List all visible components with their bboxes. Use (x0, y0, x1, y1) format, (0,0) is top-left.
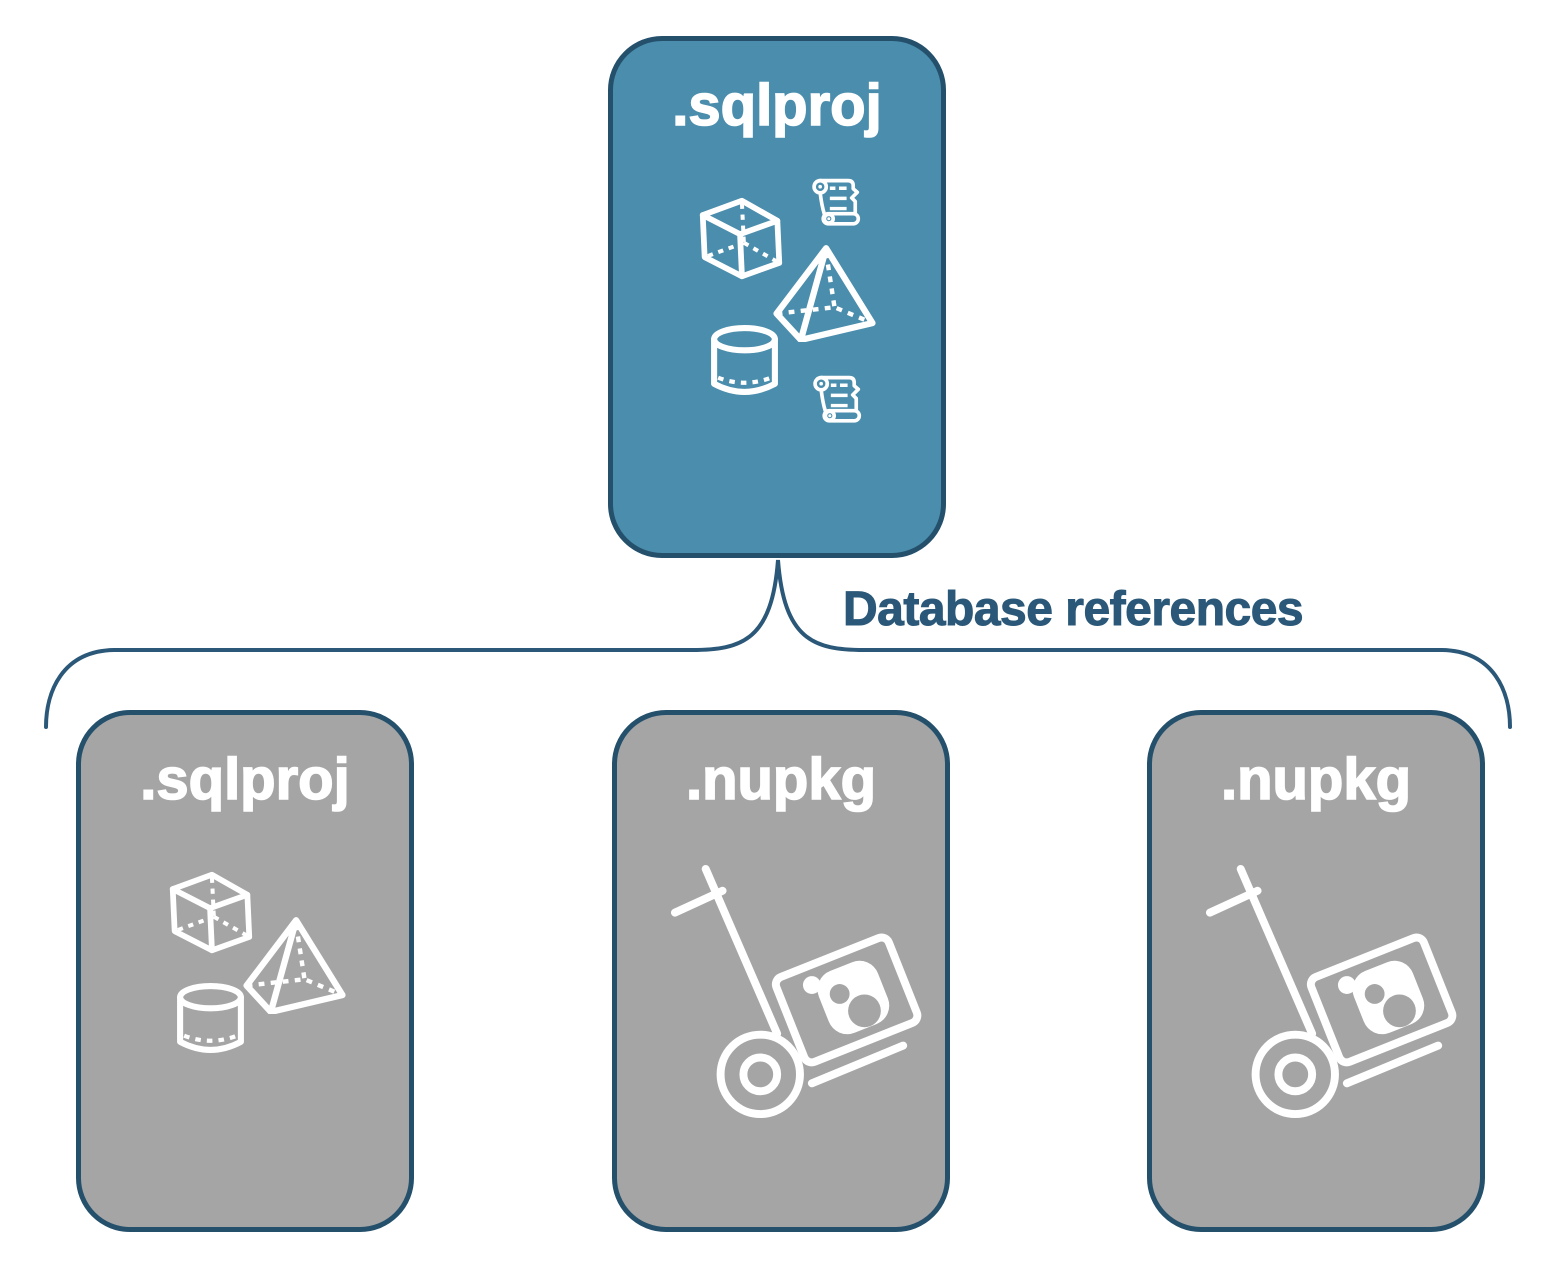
nuget-handtruck-icon (667, 863, 925, 1121)
nuget-handtruck-icon (1202, 863, 1460, 1121)
scroll-icon (813, 375, 862, 423)
pyramid-icon (771, 242, 877, 342)
child-node-nupkg-2: .nupkg (1147, 710, 1485, 1232)
child-node-label: .nupkg (1220, 746, 1412, 813)
connector-label: Database references (842, 583, 1304, 637)
cylinder-icon (706, 325, 783, 400)
cylinder-icon (172, 983, 249, 1058)
child-node-label: .sqlproj (139, 746, 350, 813)
root-node-sqlproj: .sqlproj (608, 36, 946, 558)
scroll-icon (812, 178, 861, 226)
child-node-nupkg-1: .nupkg (612, 710, 950, 1232)
child-node-sqlproj: .sqlproj (76, 710, 414, 1232)
child-node-label: .nupkg (685, 746, 877, 813)
pyramid-icon (241, 914, 347, 1014)
root-node-label: .sqlproj (671, 72, 882, 139)
